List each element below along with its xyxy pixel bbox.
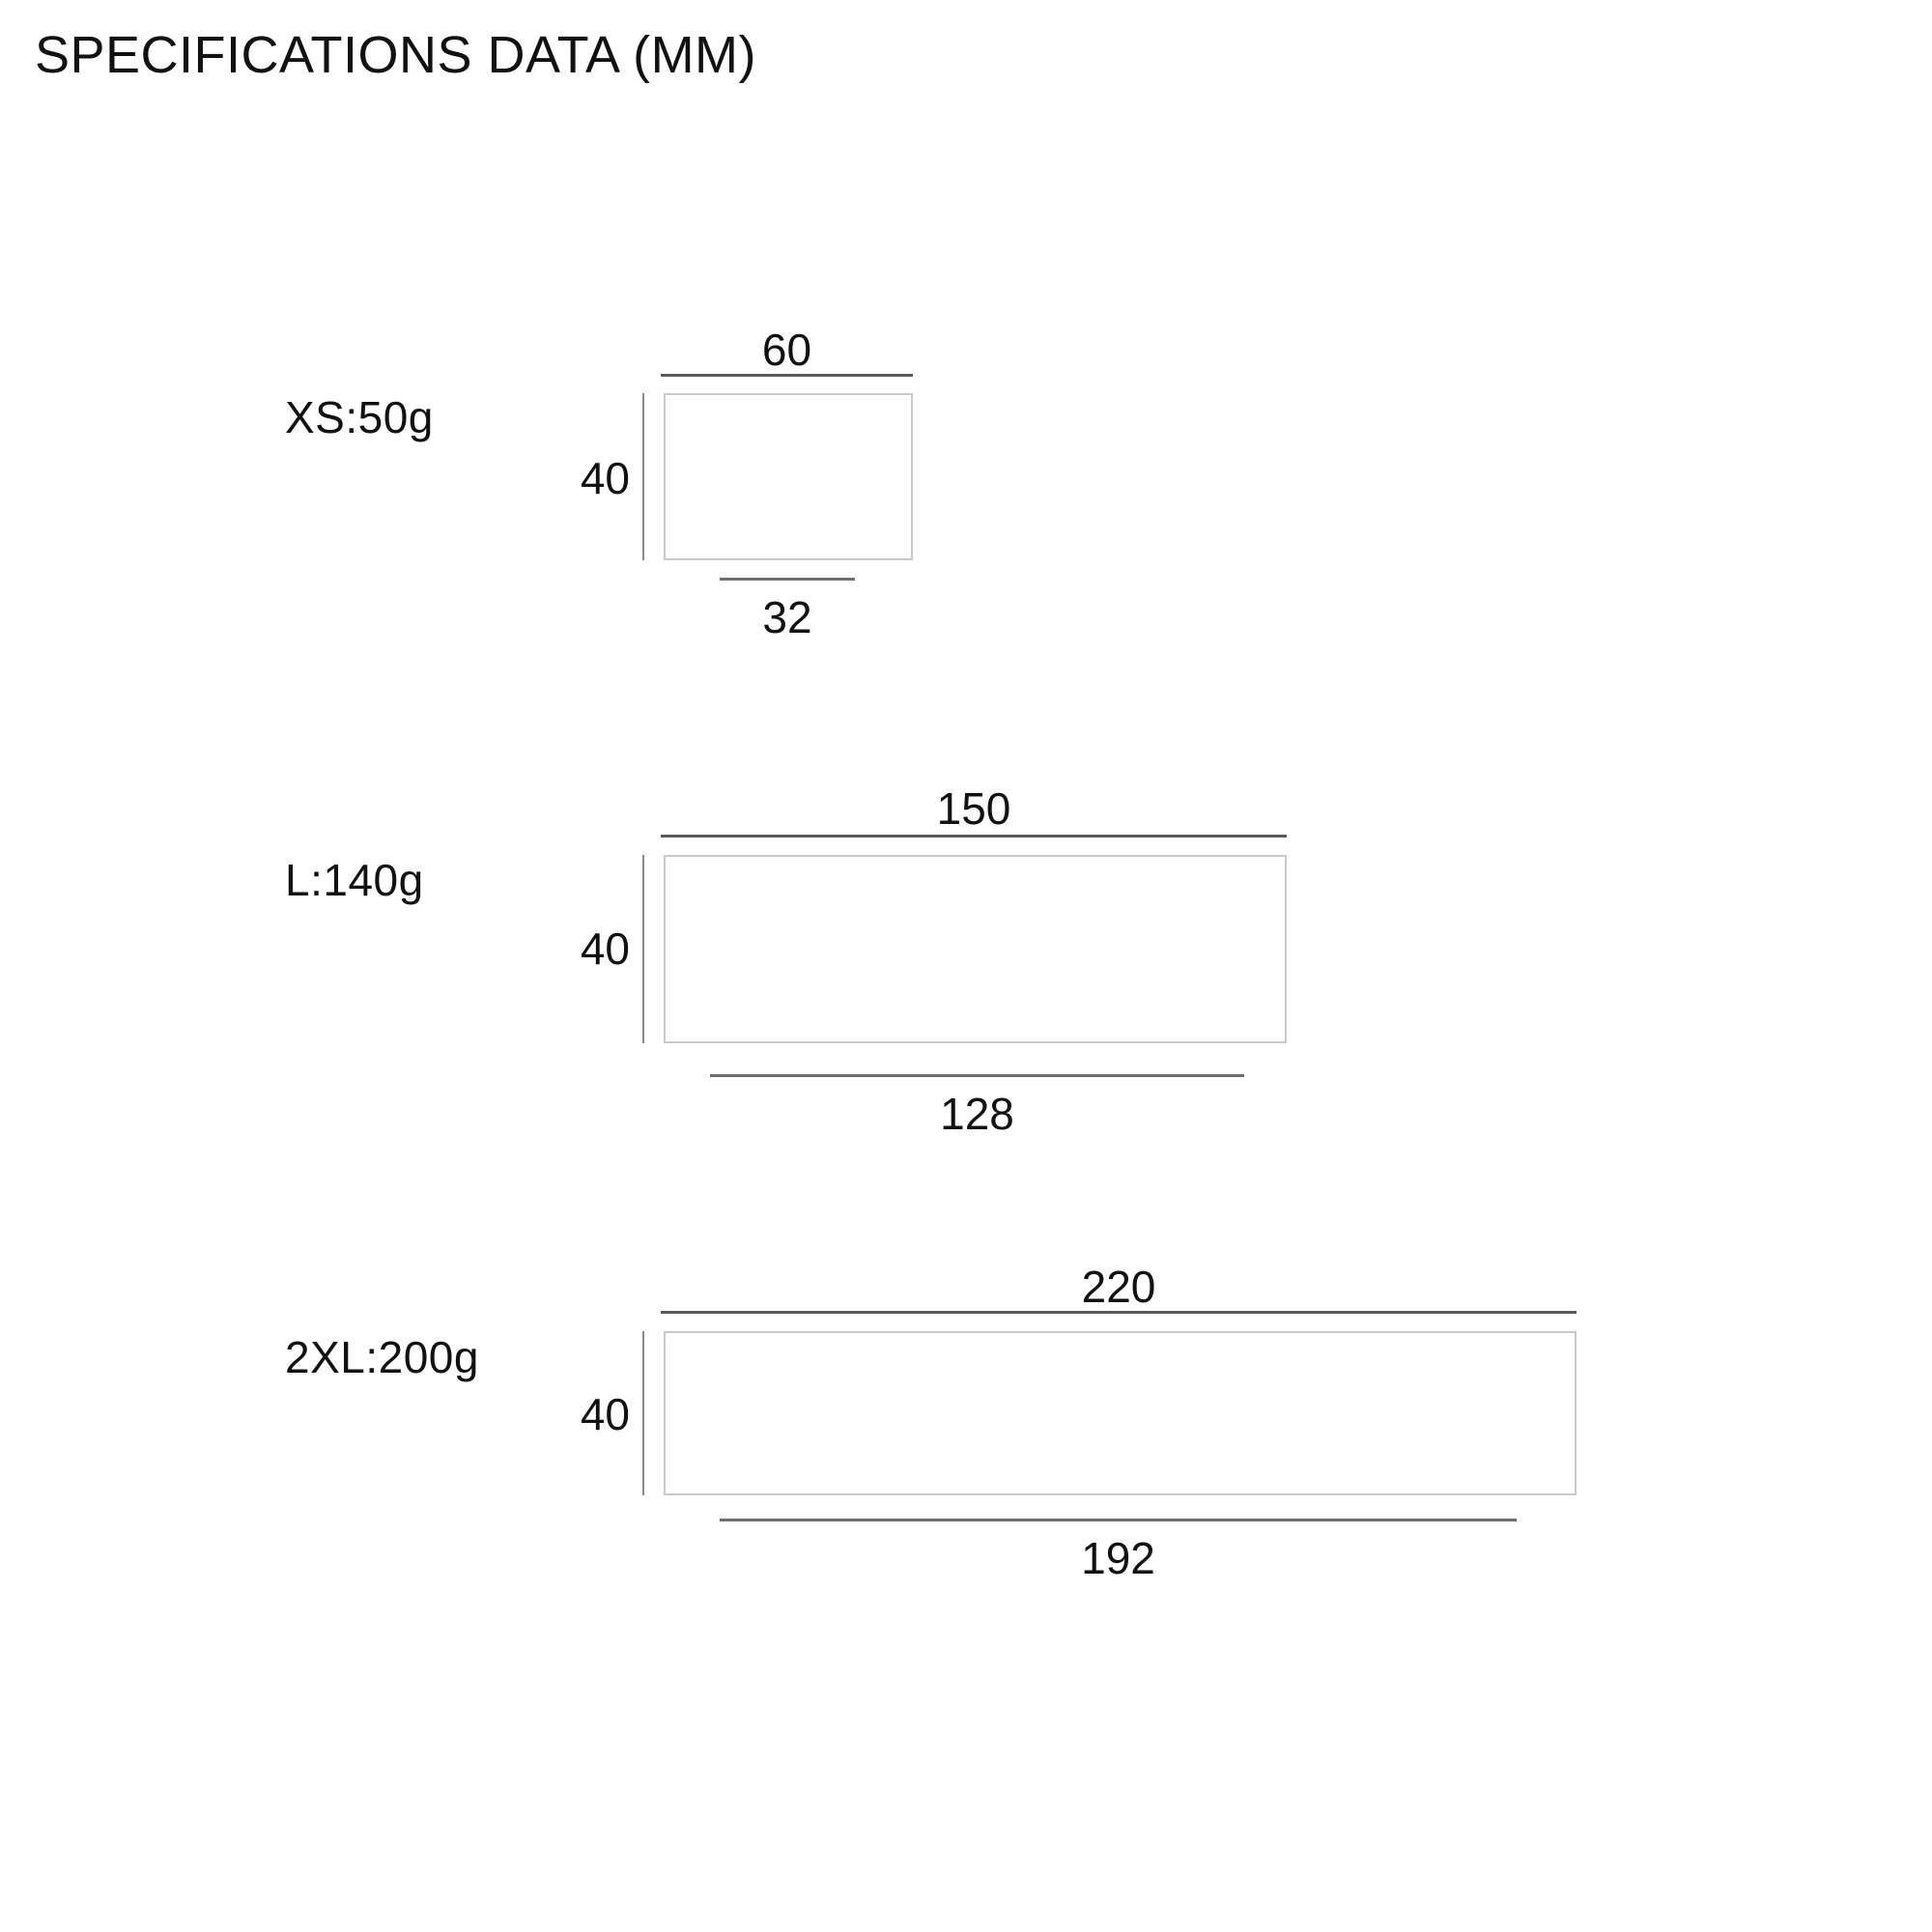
dim-value-top-xs: 60 — [761, 325, 812, 375]
size-label-2xl: 2XL:200g — [285, 1332, 479, 1382]
dim-value-height-2xl: 40 — [580, 1389, 630, 1439]
dim-line-height-xs — [642, 393, 644, 560]
product-rect-xs — [664, 393, 913, 560]
dim-value-top-2xl: 220 — [1081, 1262, 1156, 1312]
dim-value-bottom-xs: 32 — [762, 592, 812, 642]
size-label-l: L:140g — [285, 855, 424, 905]
dim-line-top-xs — [661, 374, 913, 377]
spec-block-l: L:140g 150 40 128 — [0, 0, 1932, 1139]
dim-line-top-2xl — [661, 1311, 1577, 1314]
dim-line-bottom-l — [710, 1074, 1244, 1077]
dim-line-bottom-2xl — [720, 1519, 1517, 1521]
dim-line-height-2xl — [642, 1331, 644, 1495]
spec-block-xs: XS:50g 60 40 32 — [0, 0, 1932, 676]
dim-value-bottom-l: 128 — [940, 1089, 1014, 1139]
dim-value-bottom-2xl: 192 — [1081, 1533, 1155, 1583]
dim-value-height-xs: 40 — [580, 453, 630, 503]
dim-line-bottom-xs — [720, 578, 855, 581]
dim-line-top-l — [661, 835, 1287, 838]
dim-line-height-l — [642, 855, 644, 1043]
dim-value-top-l: 150 — [936, 783, 1011, 834]
product-rect-2xl — [664, 1331, 1577, 1495]
product-rect-l — [664, 855, 1287, 1043]
spec-block-2xl: 2XL:200g 220 40 192 — [0, 0, 1932, 1583]
dim-value-height-l: 40 — [580, 923, 630, 974]
size-label-xs: XS:50g — [285, 392, 434, 442]
page-title: SPECIFICATIONS DATA (MM) — [35, 26, 757, 84]
